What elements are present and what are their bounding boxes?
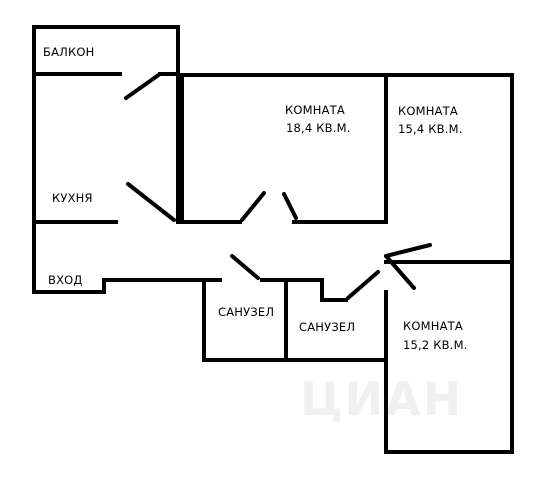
corridor-walls (32, 220, 348, 302)
room3-area: 15,2 КВ.М. (403, 338, 468, 352)
room-15-2-walls (384, 260, 514, 454)
balcony-walls (32, 25, 180, 76)
kitchen-label: КУХНЯ (52, 191, 93, 205)
room2-area: 15,4 КВ.М. (398, 122, 463, 136)
room-15-4-walls (384, 73, 514, 264)
balcony-door (124, 72, 162, 100)
doors (124, 72, 380, 300)
kitchen-door (126, 182, 176, 222)
room-18-door-left (240, 191, 266, 222)
room2-name: КОМНАТА (398, 104, 458, 118)
bathroom1-label: САНУЗЕЛ (218, 305, 275, 319)
entrance-label: ВХОД (48, 273, 83, 287)
kitchen-walls (32, 72, 180, 224)
room3-name: КОМНАТА (403, 319, 463, 333)
room-18-door-right (282, 192, 298, 220)
watermark: ЦИАН (300, 372, 464, 426)
room1-area: 18,4 КВ.М. (286, 121, 351, 135)
bathroom2-label: САНУЗЕЛ (299, 320, 356, 334)
bathroom2-door (346, 270, 380, 300)
balcony-label: БАЛКОН (43, 45, 95, 59)
bathroom-walls (202, 278, 388, 362)
bathroom1-door (230, 254, 260, 280)
room-18-walls (180, 73, 388, 224)
arrow-pointer (384, 243, 432, 290)
room1-name: КОМНАТА (285, 103, 345, 117)
